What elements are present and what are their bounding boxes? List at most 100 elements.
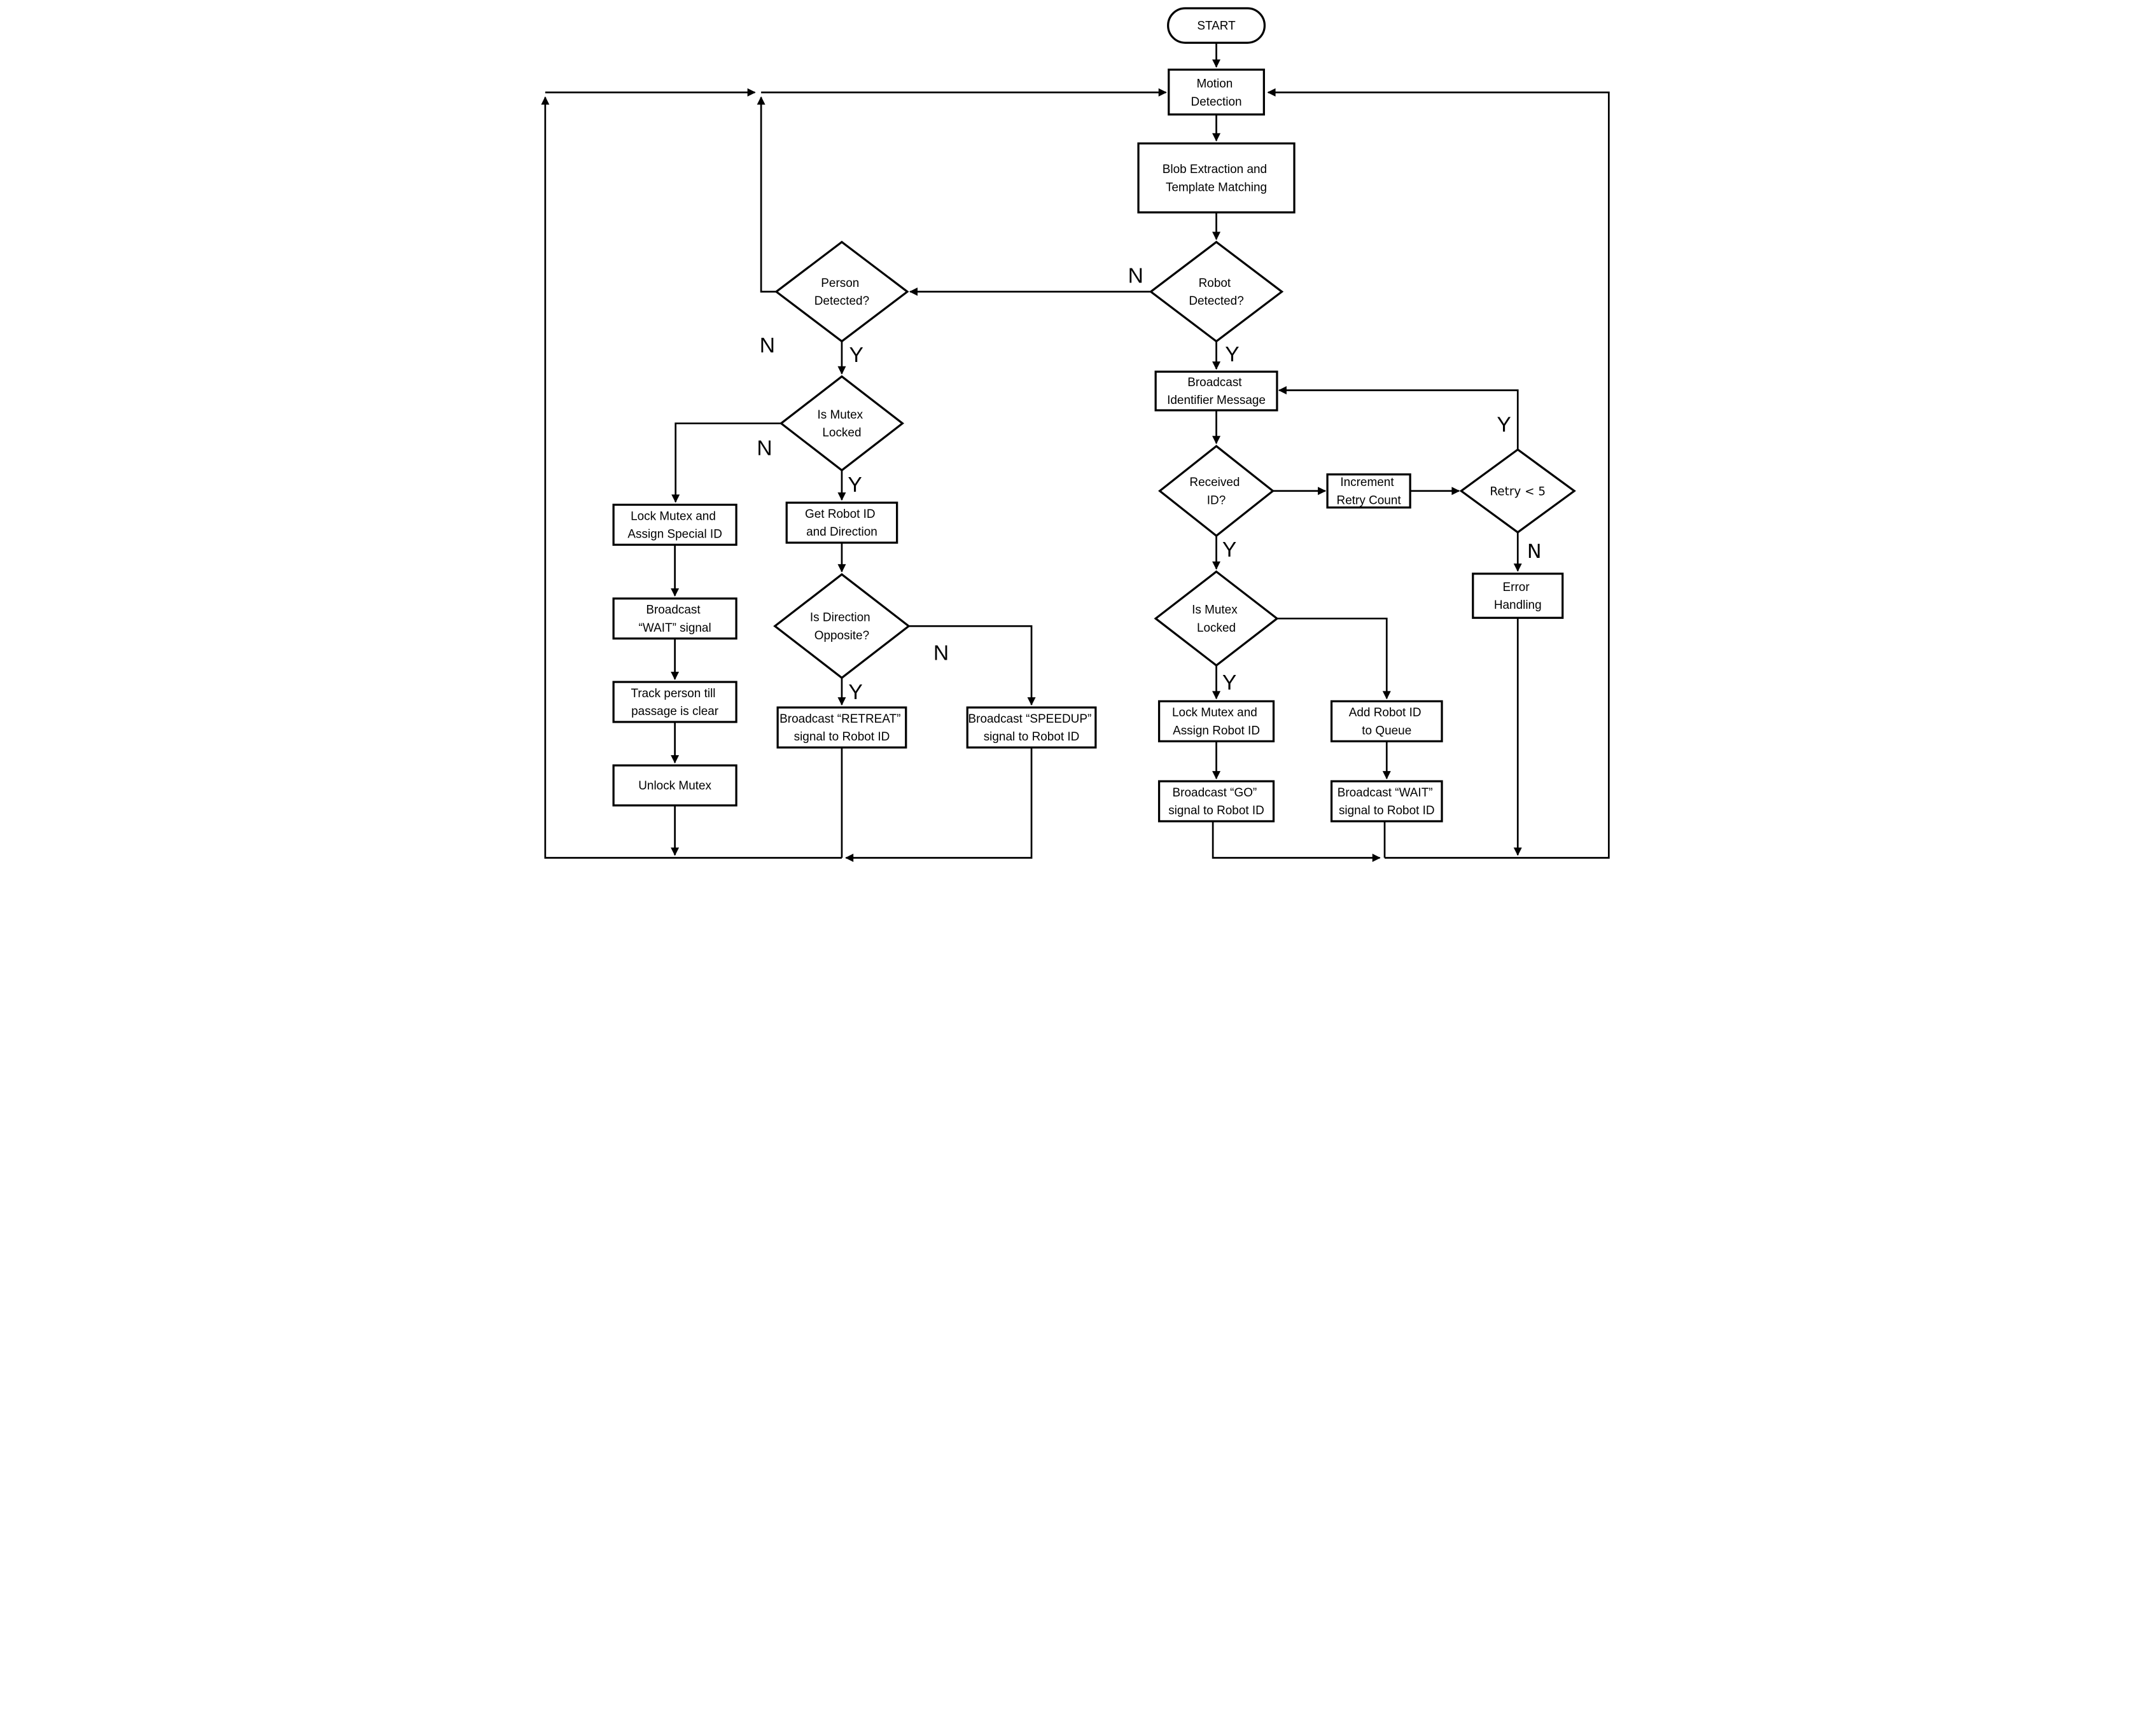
node-label-line: Broadcast “RETREAT”: [779, 712, 900, 726]
node-retry-lt-5: Retry < 5: [1459, 448, 1576, 534]
edge-person-detected-n-up-to-top-line: [757, 96, 776, 293]
edge-direction-n-to-speedup: [908, 625, 1036, 706]
label-robot-detected-n: N: [1128, 264, 1143, 288]
node-label-line: Locked: [822, 426, 861, 440]
node-label-line: Add Robot ID: [1348, 706, 1421, 719]
node-label-line: Broadcast “WAIT”: [1337, 786, 1432, 800]
node-label-line: Detected?: [814, 295, 869, 308]
node-label: START: [1197, 20, 1236, 33]
label-mutex-right-y: Y: [1222, 671, 1236, 695]
node-label-line: Detection: [1191, 95, 1241, 109]
process-shape: [612, 597, 737, 640]
label-direction-opposite-y: Y: [848, 681, 862, 704]
node-label-line: signal to Robot ID: [1168, 804, 1264, 817]
decision-shape: [772, 573, 911, 679]
node-label: Get Robot ID and Direction: [805, 508, 879, 539]
decision-shape: [774, 240, 909, 343]
node-label-line: Retry Count: [1336, 494, 1401, 507]
node-blob-extraction: Blob Extraction and Template Matching: [1136, 142, 1296, 214]
node-label-line: Broadcast “SPEEDUP”: [968, 712, 1091, 726]
node-label: Broadcast “SPEEDUP” signal to Robot ID: [968, 712, 1094, 744]
process-shape: [612, 503, 737, 546]
node-person-detected: Person Detected?: [774, 240, 909, 343]
node-label: Broadcast “WAIT” signal: [638, 604, 711, 635]
decision-shape: [1459, 448, 1576, 534]
node-label-line: Robot: [1198, 277, 1231, 290]
node-label-line: Opposite?: [814, 629, 869, 642]
process-shape: [1157, 700, 1275, 742]
decision-shape: [779, 375, 904, 472]
node-label-line: “WAIT” signal: [638, 621, 711, 635]
process-shape: [612, 681, 737, 723]
node-label: Add Robot ID to Queue: [1348, 706, 1424, 737]
node-get-robot-id: Get Robot ID and Direction: [785, 501, 898, 544]
node-label-line: signal to Robot ID: [983, 730, 1079, 744]
process-shape: [612, 764, 737, 807]
node-label-line: and Direction: [806, 525, 877, 539]
node-label: Broadcast “GO” signal to Robot ID: [1168, 786, 1264, 817]
process-shape: [1330, 700, 1443, 742]
node-lock-mutex-special-id: Lock Mutex and Assign Special ID: [612, 503, 737, 546]
process-shape: [966, 706, 1096, 749]
node-label-line: Broadcast: [646, 604, 701, 617]
label-received-id-y: Y: [1222, 538, 1236, 562]
node-label: Robot Detected?: [1189, 277, 1243, 308]
node-label-line: to Queue: [1362, 724, 1411, 737]
node-label: Broadcast Identifier Message: [1167, 376, 1266, 407]
decision-shape: [1149, 240, 1283, 343]
label-mutex-left-n: N: [757, 436, 772, 460]
node-label-line: Lock Mutex and: [631, 510, 716, 523]
label-retry-n: N: [1527, 541, 1541, 563]
node-unlock-mutex: Unlock Mutex: [612, 764, 737, 807]
node-lock-mutex-robot-id: Lock Mutex and Assign Robot ID: [1157, 700, 1275, 742]
node-label: Error Handling: [1493, 581, 1541, 612]
process-shape: [1330, 780, 1443, 823]
node-broadcast-retreat: Broadcast “RETREAT” signal to Robot ID: [776, 706, 907, 749]
node-broadcast-wait-signal: Broadcast “WAIT” signal: [612, 597, 737, 640]
edge-go-signal-bottom-to-junction: [1212, 821, 1381, 862]
node-label: Person Detected?: [814, 277, 869, 308]
node-label: Broadcast “RETREAT” signal to Robot ID: [779, 712, 904, 744]
edges: [540, 43, 1610, 862]
node-label-line: Broadcast: [1187, 376, 1242, 389]
node-broadcast-wait-robot-id: Broadcast “WAIT” signal to Robot ID: [1330, 780, 1443, 823]
flowchart-canvas: N Y N Y N Y Y N Y Y N Y START Motion Det…: [540, 7, 1610, 862]
node-label: Broadcast “WAIT” signal to Robot ID: [1337, 786, 1436, 817]
node-label-line: Is Direction: [809, 611, 870, 625]
node-received-id: Received ID?: [1157, 445, 1275, 538]
node-broadcast-speedup: Broadcast “SPEEDUP” signal to Robot ID: [966, 706, 1096, 749]
node-label-line: Lock Mutex and: [1171, 706, 1257, 719]
edge-retry-y-loop-to-broadcast-identifier: [1278, 386, 1519, 450]
label-person-detected-y: Y: [849, 344, 863, 367]
branch-labels: N Y N Y N Y Y N Y Y N Y: [757, 264, 1541, 704]
decision-shape: [1157, 445, 1275, 538]
edge-mutex-right-to-add-queue: [1276, 617, 1391, 700]
node-label-line: Assign Special ID: [627, 527, 722, 541]
edge-bottom-left-loop-up-left-edge: [540, 96, 842, 859]
node-is-direction-opposite: Is Direction Opposite?: [772, 573, 911, 679]
node-increment-retry-count: Increment Retry Count: [1325, 473, 1411, 509]
node-track-person: Track person till passage is clear: [612, 681, 737, 723]
node-label: Is Mutex Locked: [1192, 604, 1241, 635]
node-broadcast-identifier: Broadcast Identifier Message: [1154, 370, 1278, 412]
node-label: Is Direction Opposite?: [809, 611, 873, 642]
node-label-line: Detected?: [1189, 295, 1243, 308]
label-retry-y: Y: [1497, 413, 1511, 437]
node-label: Track person till passage is clear: [631, 687, 718, 718]
node-label: Motion Detection: [1191, 78, 1241, 109]
node-label: Retry < 5: [1490, 485, 1546, 498]
node-label-line: Locked: [1196, 621, 1235, 635]
node-label-line: Increment: [1340, 476, 1394, 489]
node-label-line: Handling: [1493, 599, 1541, 612]
process-shape: [1167, 68, 1265, 116]
label-direction-opposite-n: N: [933, 641, 948, 665]
node-add-robot-id-queue: Add Robot ID to Queue: [1330, 700, 1443, 742]
node-label-line: Blob Extraction and: [1162, 163, 1266, 176]
process-shape: [1157, 780, 1275, 823]
node-robot-detected: Robot Detected?: [1149, 240, 1283, 343]
process-shape: [1471, 573, 1563, 619]
node-label-line: Assign Robot ID: [1173, 724, 1260, 737]
node-label-line: passage is clear: [631, 705, 718, 718]
label-robot-detected-y: Y: [1225, 343, 1239, 366]
process-shape: [785, 501, 898, 544]
